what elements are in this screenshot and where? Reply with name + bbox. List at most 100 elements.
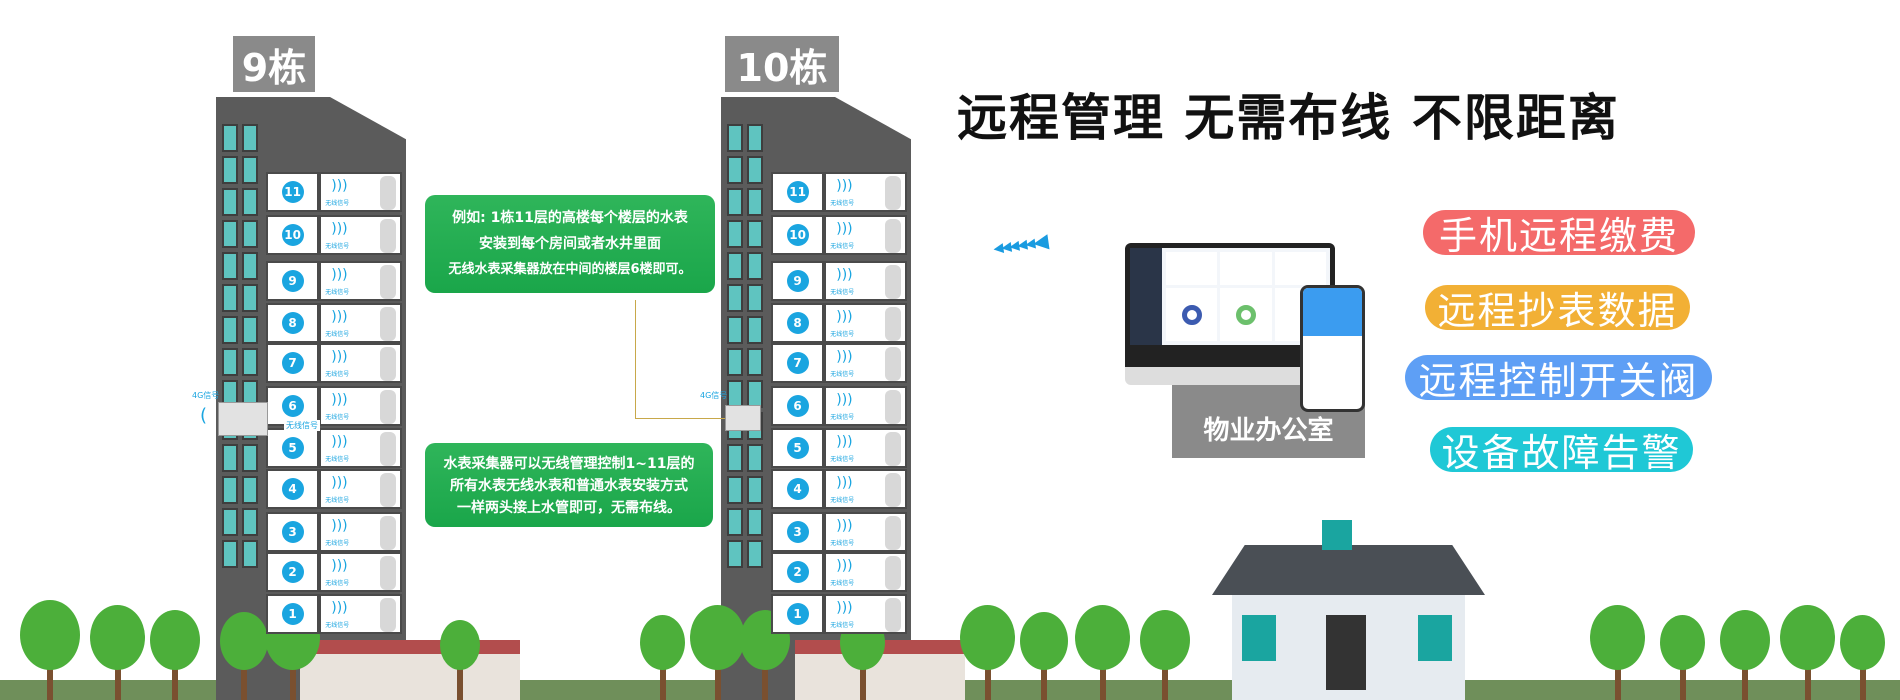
floor-5: 5 ))) 无线信号: [266, 428, 402, 468]
floor-1: 1 )))无线信号: [266, 594, 402, 634]
room: 10: [773, 217, 823, 253]
meter-room: )))无线信号: [321, 305, 400, 341]
floor-number: 8: [281, 312, 304, 334]
wireless-label: 无线信号: [830, 200, 855, 207]
room: 3: [773, 514, 823, 550]
floor-6: 6 )))无线信号: [266, 386, 402, 426]
collector-device-9: [218, 402, 268, 436]
wireless-label: 无线信号: [830, 289, 855, 296]
meter-room: )))无线信号: [826, 596, 905, 632]
tree: [1075, 605, 1130, 700]
tree: [1020, 612, 1068, 700]
office-label: 物业办公室: [1203, 416, 1334, 446]
floor-4: 4 )))无线信号: [771, 469, 907, 509]
floor-number: 8: [786, 312, 809, 334]
window: [242, 124, 258, 152]
meter-room: ))) 无线信号: [826, 554, 905, 590]
feature-fault-alarm: 设备故障告警: [1430, 427, 1693, 475]
window: [222, 220, 238, 248]
floor-number: 11: [281, 181, 304, 203]
signal-4g-label-10: 4G信号: [700, 391, 728, 400]
headline: 远程管理 无需布线 不限距离: [957, 89, 1620, 147]
floor-3: 3 ))) 无线信号: [771, 512, 907, 552]
callout-collector: 水表采集器可以无线管理控制1~11层的 所有水表无线水表和普通水表安装方式 一样…: [425, 443, 713, 527]
wifi-icon: ))): [331, 349, 348, 365]
feature-valve-control: 远程控制开关阀: [1405, 355, 1712, 403]
wifi-icon: ))): [836, 558, 853, 574]
wireless-label-9: 无线信号: [284, 420, 320, 431]
floor-10: 10 )))无线信号: [771, 215, 907, 255]
wireless-label: 无线信号: [830, 414, 855, 421]
tree: [1780, 605, 1835, 700]
wireless-label: 无线信号: [325, 456, 350, 463]
floor-6: 6 )))无线信号: [771, 386, 907, 426]
window: [222, 348, 238, 376]
wifi-icon: ))): [836, 518, 853, 534]
floor-3: 3 )))无线信号: [266, 512, 402, 552]
window: [747, 188, 763, 216]
wireless-label: 无线信号: [830, 331, 855, 338]
floor-5: 5 )))无线信号: [771, 428, 907, 468]
wireless-label: 无线信号: [830, 540, 855, 547]
wifi-icon: ))): [836, 309, 853, 325]
wifi-icon: ))): [836, 178, 853, 194]
window: [747, 348, 763, 376]
collector-device-10: [725, 405, 761, 431]
meter-room: ))) 无线信号: [826, 174, 905, 210]
wifi-icon: ))): [836, 434, 853, 450]
window: [242, 188, 258, 216]
window: [747, 540, 763, 568]
room: 9: [773, 263, 823, 299]
wifi-icon: ))): [836, 349, 853, 365]
water-meter-icon: [885, 516, 901, 550]
wireless-label: 无线信号: [830, 243, 855, 250]
window-column: [723, 120, 767, 572]
callout-line: 无线水表采集器放在中间的楼层6楼即可。: [448, 262, 692, 277]
wifi-icon: (: [200, 405, 208, 426]
tree: [960, 605, 1015, 700]
window: [242, 284, 258, 312]
house: [1212, 490, 1485, 700]
window: [747, 380, 763, 408]
floor-number: 7: [281, 352, 304, 374]
wifi-icon: ))): [331, 309, 348, 325]
window: [242, 444, 258, 472]
room: 5: [268, 430, 318, 466]
wifi-icon: ))): [331, 434, 348, 450]
low-building: [300, 640, 520, 700]
window: [727, 316, 743, 344]
water-meter-icon: [885, 556, 901, 590]
window: [242, 220, 258, 248]
water-meter-icon: [380, 473, 396, 507]
window: [727, 444, 743, 472]
window: [727, 540, 743, 568]
water-meter-icon: [380, 265, 396, 299]
meter-room: )))无线信号: [321, 514, 400, 550]
water-meter-icon: [380, 390, 396, 424]
window: [222, 284, 238, 312]
wireless-label: 无线信号: [830, 580, 855, 587]
floor-2: 2 )))无线信号: [266, 552, 402, 592]
window: [747, 252, 763, 280]
window: [222, 508, 238, 536]
room: 5: [773, 430, 823, 466]
meter-room: )))无线信号: [321, 388, 400, 424]
floor-number: 5: [786, 437, 809, 459]
water-meter-icon: [380, 219, 396, 253]
window: [747, 156, 763, 184]
window: [242, 508, 258, 536]
callout-line: 所有水表无线水表和普通水表安装方式: [450, 478, 688, 494]
tree: [690, 605, 745, 700]
water-meter-icon: [380, 432, 396, 466]
window: [727, 188, 743, 216]
room: 3: [268, 514, 318, 550]
wireless-label: 无线信号: [325, 371, 350, 378]
wireless-label: 无线信号: [325, 580, 350, 587]
signal-4g-label-9: 4G信号: [192, 391, 220, 400]
meter-room: )))无线信号: [321, 174, 400, 210]
wifi-icon: ))): [836, 267, 853, 283]
room: 2: [268, 554, 318, 590]
window: [242, 476, 258, 504]
water-meter-icon: [885, 307, 901, 341]
tree: [640, 615, 685, 700]
